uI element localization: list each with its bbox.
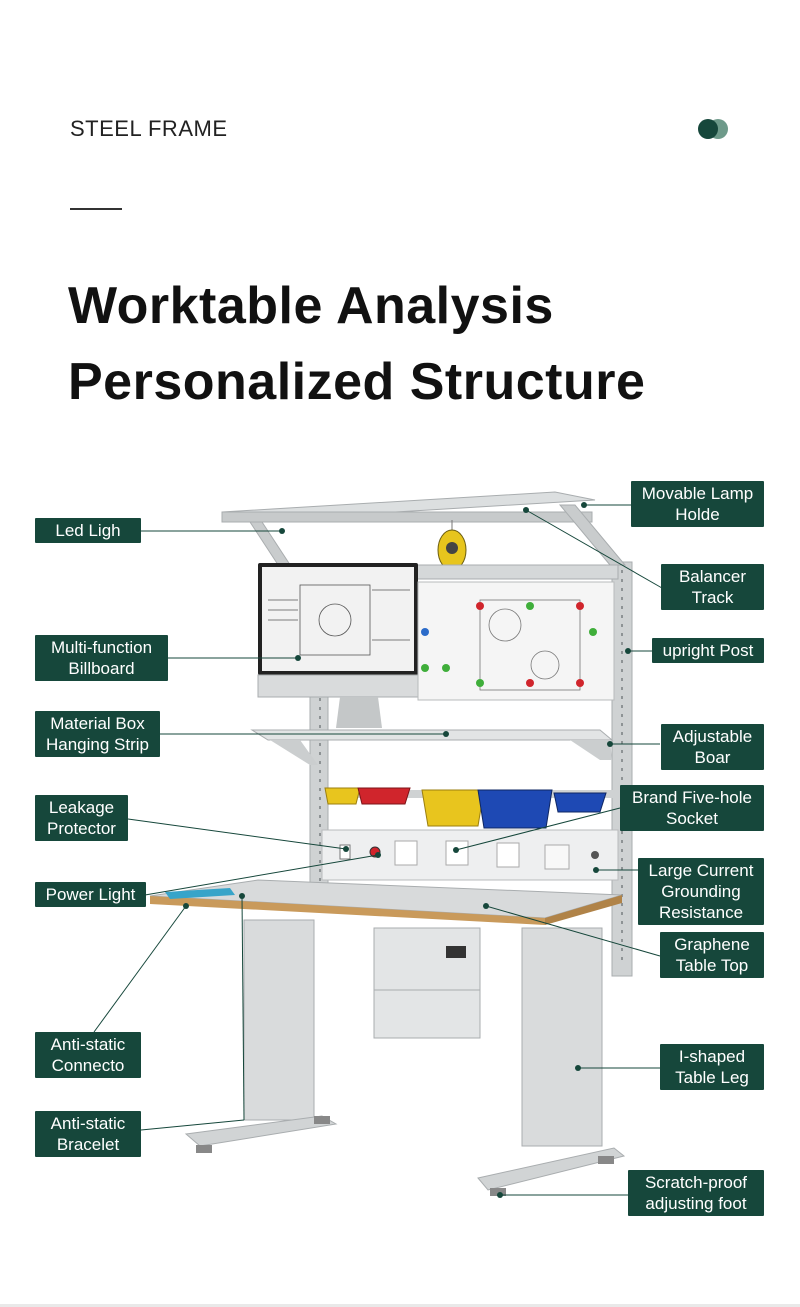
page-title-line2: Personalized Structure: [68, 353, 646, 411]
label-i-shaped-table-leg: I-shaped Table Leg: [660, 1044, 764, 1090]
label-power-light: Power Light: [35, 882, 146, 907]
label-scratch-proof-adjusting-foot: Scratch-proof adjusting foot: [628, 1170, 764, 1216]
label-leakage-protector: Leakage Protector: [35, 795, 128, 841]
label-led-light: Led Ligh: [35, 518, 141, 543]
category-heading: STEEL FRAME: [70, 116, 228, 141]
bottom-divider: [0, 1304, 800, 1307]
label-anti-static-connector: Anti-static Connecto: [35, 1032, 141, 1078]
label-multi-function-billboard: Multi-function Billboard: [35, 635, 168, 681]
label-material-box-hanging-strip: Material Box Hanging Strip: [35, 711, 160, 757]
label-large-current-grounding-resistance: Large Current Grounding Resistance: [638, 858, 764, 925]
label-movable-lamp-holder: Movable Lamp Holde: [631, 481, 764, 527]
label-upright-post: upright Post: [652, 638, 764, 663]
label-brand-five-hole-socket: Brand Five-hole Socket: [620, 785, 764, 831]
label-balancer-track: Balancer Track: [661, 564, 764, 610]
label-anti-static-bracelet: Anti-static Bracelet: [35, 1111, 141, 1157]
label-graphene-table-top: Graphene Table Top: [660, 932, 764, 978]
page-title-line1: Worktable Analysis: [68, 277, 554, 335]
label-adjustable-board: Adjustable Boar: [661, 724, 764, 770]
divider: [70, 208, 122, 210]
decorative-dots-icon: [698, 119, 732, 141]
